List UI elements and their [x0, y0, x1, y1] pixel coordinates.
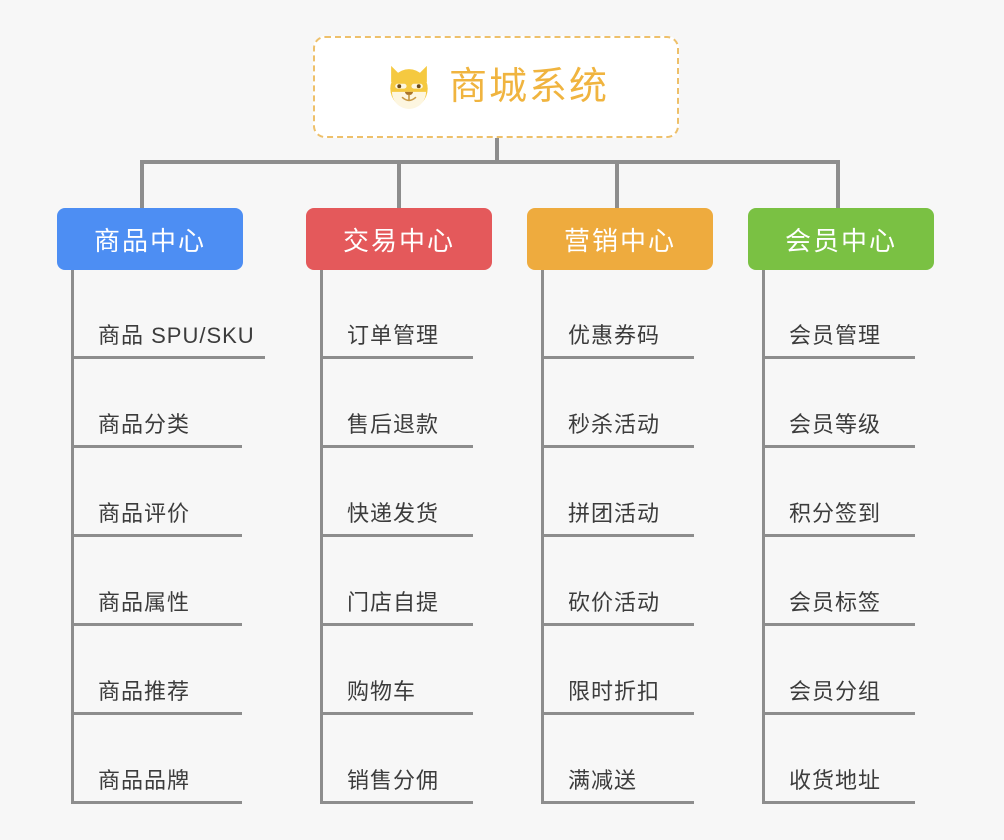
- branch-header-marketing-center[interactable]: 营销中心: [527, 208, 713, 270]
- leaf-label: 门店自提: [323, 585, 473, 626]
- leaf-label: 优惠券码: [544, 318, 694, 359]
- leaf-label: 限时折扣: [544, 674, 694, 715]
- list-item[interactable]: 会员等级: [765, 359, 934, 448]
- root-title: 商城系统: [448, 66, 609, 108]
- leaf-label: 商品 SPU/SKU: [74, 318, 265, 359]
- list-item[interactable]: 满减送: [544, 715, 713, 804]
- list-item[interactable]: 商品推荐: [74, 626, 265, 715]
- list-item[interactable]: 商品分类: [74, 359, 265, 448]
- leaf-label: 商品品牌: [74, 763, 242, 804]
- list-item[interactable]: 商品属性: [74, 537, 265, 626]
- leaf-stack-trade-center: 订单管理 售后退款 快递发货 门店自提 购物车 销售分佣: [320, 270, 492, 804]
- connector-horizontal-bus: [140, 160, 840, 164]
- connector-root-stem: [495, 138, 499, 162]
- leaf-label: 会员标签: [765, 585, 915, 626]
- branch-header-label: 营销中心: [563, 225, 676, 256]
- leaf-label: 快递发货: [323, 496, 473, 537]
- list-item[interactable]: 会员分组: [765, 626, 934, 715]
- leaf-label: 商品推荐: [74, 674, 242, 715]
- list-item[interactable]: 订单管理: [323, 270, 492, 359]
- branch-header-trade-center[interactable]: 交易中心: [306, 208, 492, 270]
- list-item[interactable]: 秒杀活动: [544, 359, 713, 448]
- list-item[interactable]: 收货地址: [765, 715, 934, 804]
- list-item[interactable]: 商品评价: [74, 448, 265, 537]
- branch-trade-center: 交易中心 订单管理 售后退款 快递发货 门店自提 购物车 销售分佣: [306, 208, 492, 804]
- leaf-label: 会员管理: [765, 318, 915, 359]
- leaf-label: 会员等级: [765, 407, 915, 448]
- list-item[interactable]: 售后退款: [323, 359, 492, 448]
- list-item[interactable]: 会员管理: [765, 270, 934, 359]
- list-item[interactable]: 商品品牌: [74, 715, 265, 804]
- list-item[interactable]: 积分签到: [765, 448, 934, 537]
- branch-member-center: 会员中心 会员管理 会员等级 积分签到 会员标签 会员分组 收货地址: [748, 208, 934, 804]
- leaf-label: 购物车: [323, 674, 473, 715]
- list-item[interactable]: 门店自提: [323, 537, 492, 626]
- leaf-label: 订单管理: [323, 318, 473, 359]
- leaf-stack-product-center: 商品 SPU/SKU 商品分类 商品评价 商品属性 商品推荐 商品品牌: [71, 270, 265, 804]
- leaf-label: 拼团活动: [544, 496, 694, 537]
- leaf-stack-marketing-center: 优惠券码 秒杀活动 拼团活动 砍价活动 限时折扣 满减送: [541, 270, 713, 804]
- list-item[interactable]: 限时折扣: [544, 626, 713, 715]
- list-item[interactable]: 销售分佣: [323, 715, 492, 804]
- list-item[interactable]: 拼团活动: [544, 448, 713, 537]
- shiba-dog-emoji: [390, 65, 428, 110]
- leaf-label: 积分签到: [765, 496, 915, 537]
- list-item[interactable]: 购物车: [323, 626, 492, 715]
- leaf-label: 商品属性: [74, 585, 242, 626]
- list-item[interactable]: 快递发货: [323, 448, 492, 537]
- leaf-label: 收货地址: [765, 763, 915, 804]
- list-item[interactable]: 砍价活动: [544, 537, 713, 626]
- list-item[interactable]: 会员标签: [765, 537, 934, 626]
- branch-header-product-center[interactable]: 商品中心: [57, 208, 243, 270]
- connector-drop-2: [397, 160, 401, 208]
- list-item[interactable]: 优惠券码: [544, 270, 713, 359]
- branch-marketing-center: 营销中心 优惠券码 秒杀活动 拼团活动 砍价活动 限时折扣 满减送: [527, 208, 713, 804]
- leaf-label: 商品评价: [74, 496, 242, 537]
- leaf-label: 会员分组: [765, 674, 915, 715]
- leaf-label: 秒杀活动: [544, 407, 694, 448]
- branch-header-label: 交易中心: [342, 225, 455, 256]
- leaf-label: 商品分类: [74, 407, 242, 448]
- connector-drop-3: [615, 160, 619, 208]
- leaf-label: 销售分佣: [323, 763, 473, 804]
- connector-drop-1: [140, 160, 144, 208]
- root-node[interactable]: 商城系统: [313, 36, 679, 138]
- leaf-label: 满减送: [544, 763, 694, 804]
- branch-header-member-center[interactable]: 会员中心: [748, 208, 934, 270]
- leaf-stack-member-center: 会员管理 会员等级 积分签到 会员标签 会员分组 收货地址: [762, 270, 934, 804]
- branch-header-label: 商品中心: [93, 225, 206, 256]
- branch-product-center: 商品中心 商品 SPU/SKU 商品分类 商品评价 商品属性 商品推荐 商品品牌: [57, 208, 265, 804]
- leaf-label: 售后退款: [323, 407, 473, 448]
- leaf-label: 砍价活动: [544, 585, 694, 626]
- branch-header-label: 会员中心: [784, 225, 897, 256]
- connector-drop-4: [836, 160, 840, 208]
- list-item[interactable]: 商品 SPU/SKU: [74, 270, 265, 359]
